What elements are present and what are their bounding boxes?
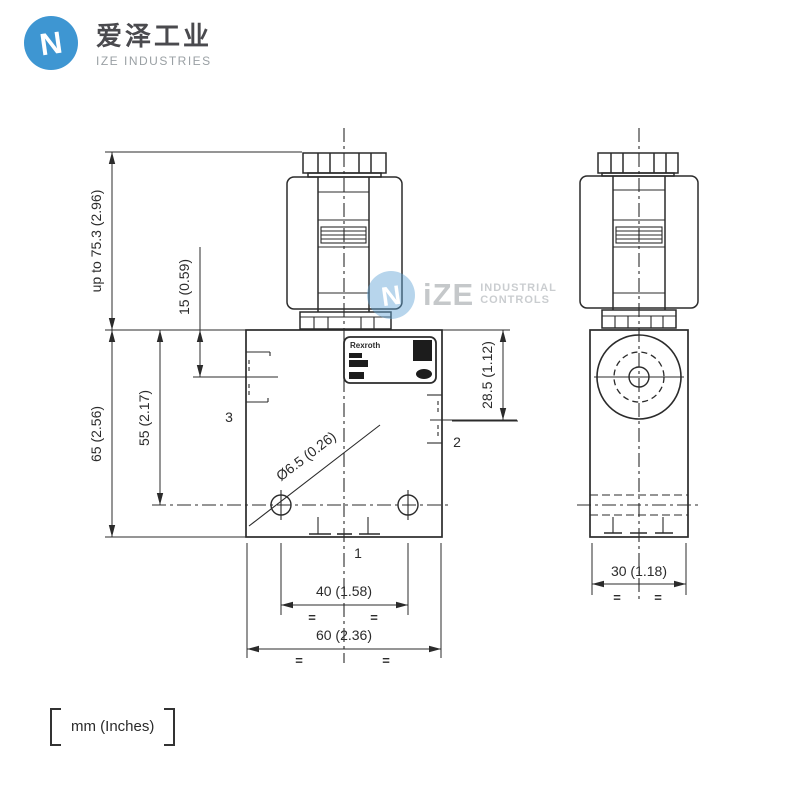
- port1-marks: [309, 517, 380, 535]
- coil-body: [286, 176, 403, 310]
- port3-label: 3: [225, 409, 233, 425]
- valve-body-side: [589, 329, 689, 538]
- hole-dia-leader: [248, 424, 381, 527]
- dim-port2-offset: 28.5 (1.12): [479, 341, 495, 409]
- port2-label: 2: [453, 434, 461, 450]
- coil-tube-details: [613, 189, 665, 294]
- side-view-drawing: 30 (1.18) = =: [577, 128, 701, 605]
- side-dimensions: [591, 543, 687, 595]
- dim-body-height: 65 (2.56): [88, 406, 104, 462]
- nameplate: [343, 336, 437, 384]
- port1-label: 1: [354, 545, 362, 561]
- dim-depth: 30 (1.18): [611, 563, 667, 579]
- company-name-cn: 爱泽工业: [96, 21, 213, 51]
- dim-port3-offset: 15 (0.59): [176, 259, 192, 315]
- dim-hole-spacing: 40 (1.58): [316, 583, 372, 599]
- company-name-en: IZE INDUSTRIES: [96, 53, 212, 68]
- dim-width: 60 (2.36): [316, 627, 372, 643]
- mounting-holes: [152, 424, 452, 527]
- equal-mark: =: [370, 610, 378, 625]
- equal-mark: =: [308, 610, 316, 625]
- nameplate-brand: Rexroth: [350, 341, 380, 350]
- nameplate-logo-square: [413, 340, 432, 361]
- bracket-right: [164, 708, 176, 746]
- coil-tube-details: [318, 191, 369, 294]
- front-view-drawing: up to 75.3 (2.96) 65 (2.56) 55 (2.17) 15…: [88, 128, 518, 668]
- coil-body: [579, 175, 699, 309]
- dim-overall-height: up to 75.3 (2.96): [88, 190, 104, 293]
- equal-mark: =: [654, 590, 662, 605]
- bracket-left: [50, 708, 61, 746]
- hidden-hole-lines: [577, 494, 701, 516]
- hex-nut-bottom: [601, 309, 677, 329]
- hex-nut-bottom: [299, 311, 392, 330]
- valve-body-front: [245, 329, 443, 538]
- side-port-marks: [604, 517, 673, 534]
- logo-letter: N: [38, 25, 65, 63]
- port3-marks: [193, 351, 278, 403]
- equal-mark: =: [613, 590, 621, 605]
- units-note: mm (Inches): [50, 708, 176, 746]
- side-solenoid: [579, 152, 699, 329]
- equal-mark: =: [382, 653, 390, 668]
- port-bore-circles: [594, 334, 684, 420]
- front-dimensions: [105, 151, 518, 658]
- dim-hole-dia: Ø6.5 (0.26): [273, 428, 339, 484]
- equal-mark: =: [295, 653, 303, 668]
- header-brand: N 爱泽工业 IZE INDUSTRIES: [22, 14, 212, 72]
- units-text: mm (Inches): [71, 718, 155, 735]
- front-solenoid: [286, 152, 403, 330]
- dim-port-depth: 55 (2.17): [136, 390, 152, 446]
- ize-logo-icon: N: [24, 16, 78, 70]
